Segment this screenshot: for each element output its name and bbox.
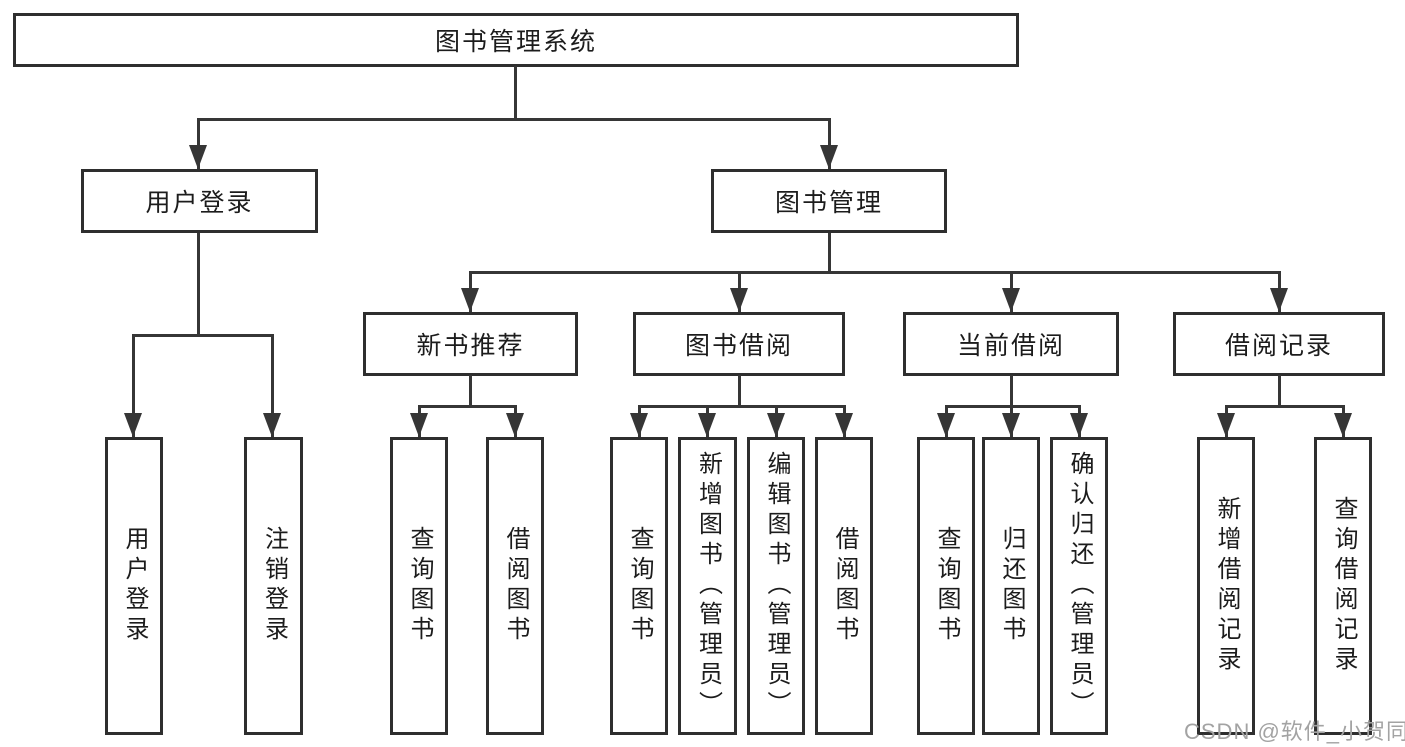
arrow-borrow-edit bbox=[767, 413, 785, 437]
leaf-borrow-edit-books: 编辑图书（管理员） bbox=[747, 437, 805, 735]
node-root: 图书管理系统 bbox=[13, 13, 1019, 67]
leaf-user-login: 用户登录 bbox=[105, 437, 163, 735]
connector-stem-leaf-login bbox=[132, 334, 135, 437]
leaf-borrow-add-books: 新增图书（管理员） bbox=[678, 437, 737, 735]
arrow-borrow-borrow bbox=[835, 413, 853, 437]
arrow-rec-query bbox=[410, 413, 428, 437]
leaf-rec-query-books: 查询图书 bbox=[390, 437, 448, 735]
connector-current-borrow-rail bbox=[945, 405, 1081, 408]
connector-borrow-records-stub bbox=[1278, 375, 1281, 407]
arrow-rec-borrow bbox=[506, 413, 524, 437]
connector-borrow-records-rail bbox=[1225, 405, 1345, 408]
connector-new-book-rail bbox=[418, 405, 517, 408]
connector-book-borrow-rail bbox=[638, 405, 846, 408]
arrow-book-management bbox=[820, 145, 838, 169]
leaf-logout: 注销登录 bbox=[244, 437, 303, 735]
node-borrow-records: 借阅记录 bbox=[1173, 312, 1385, 376]
connector-user-login-rail bbox=[132, 334, 274, 337]
arrow-current-borrow bbox=[1002, 288, 1020, 312]
connector-current-borrow-stub bbox=[1010, 375, 1013, 407]
connector-user-login-stub bbox=[197, 233, 200, 337]
arrow-records-add bbox=[1217, 413, 1235, 437]
leaf-current-confirm-return: 确认归还（管理员） bbox=[1050, 437, 1108, 735]
leaf-records-add: 新增借阅记录 bbox=[1197, 437, 1255, 735]
arrow-current-query bbox=[937, 413, 955, 437]
leaf-rec-borrow-books: 借阅图书 bbox=[486, 437, 544, 735]
node-user-login: 用户登录 bbox=[81, 169, 318, 233]
leaf-current-return-books: 归还图书 bbox=[982, 437, 1040, 735]
connector-stem-leaf-logout bbox=[271, 334, 274, 437]
leaf-borrow-borrow-books: 借阅图书 bbox=[815, 437, 873, 735]
arrow-borrow-query bbox=[630, 413, 648, 437]
node-new-book-recommend: 新书推荐 bbox=[363, 312, 578, 376]
arrow-current-return bbox=[1002, 413, 1020, 437]
arrow-leaf-login bbox=[124, 413, 142, 437]
arrow-borrow-records bbox=[1270, 288, 1288, 312]
connector-level2-rail bbox=[197, 118, 831, 121]
arrow-new-book bbox=[461, 288, 479, 312]
connector-book-borrow-stub bbox=[738, 375, 741, 407]
arrow-borrow-add bbox=[698, 413, 716, 437]
connector-stem-book-management bbox=[828, 118, 831, 169]
leaf-current-query-books: 查询图书 bbox=[917, 437, 975, 735]
arrow-leaf-logout bbox=[263, 413, 281, 437]
leaf-records-query: 查询借阅记录 bbox=[1314, 437, 1372, 735]
node-book-borrow: 图书借阅 bbox=[633, 312, 845, 376]
node-book-management: 图书管理 bbox=[711, 169, 947, 233]
node-current-borrow: 当前借阅 bbox=[903, 312, 1119, 376]
arrow-user-login bbox=[189, 145, 207, 169]
connector-root-stem bbox=[514, 66, 517, 121]
watermark: CSDN @软件_小贺同学 bbox=[1184, 719, 1405, 744]
arrow-book-borrow bbox=[730, 288, 748, 312]
leaf-borrow-query-books: 查询图书 bbox=[610, 437, 668, 735]
arrow-records-query bbox=[1334, 413, 1352, 437]
connector-new-book-stub bbox=[469, 375, 472, 407]
connector-stem-user-login bbox=[197, 118, 200, 169]
connector-level3-rail bbox=[469, 271, 1281, 274]
arrow-current-confirm bbox=[1070, 413, 1088, 437]
connector-book-management-stub bbox=[828, 233, 831, 274]
